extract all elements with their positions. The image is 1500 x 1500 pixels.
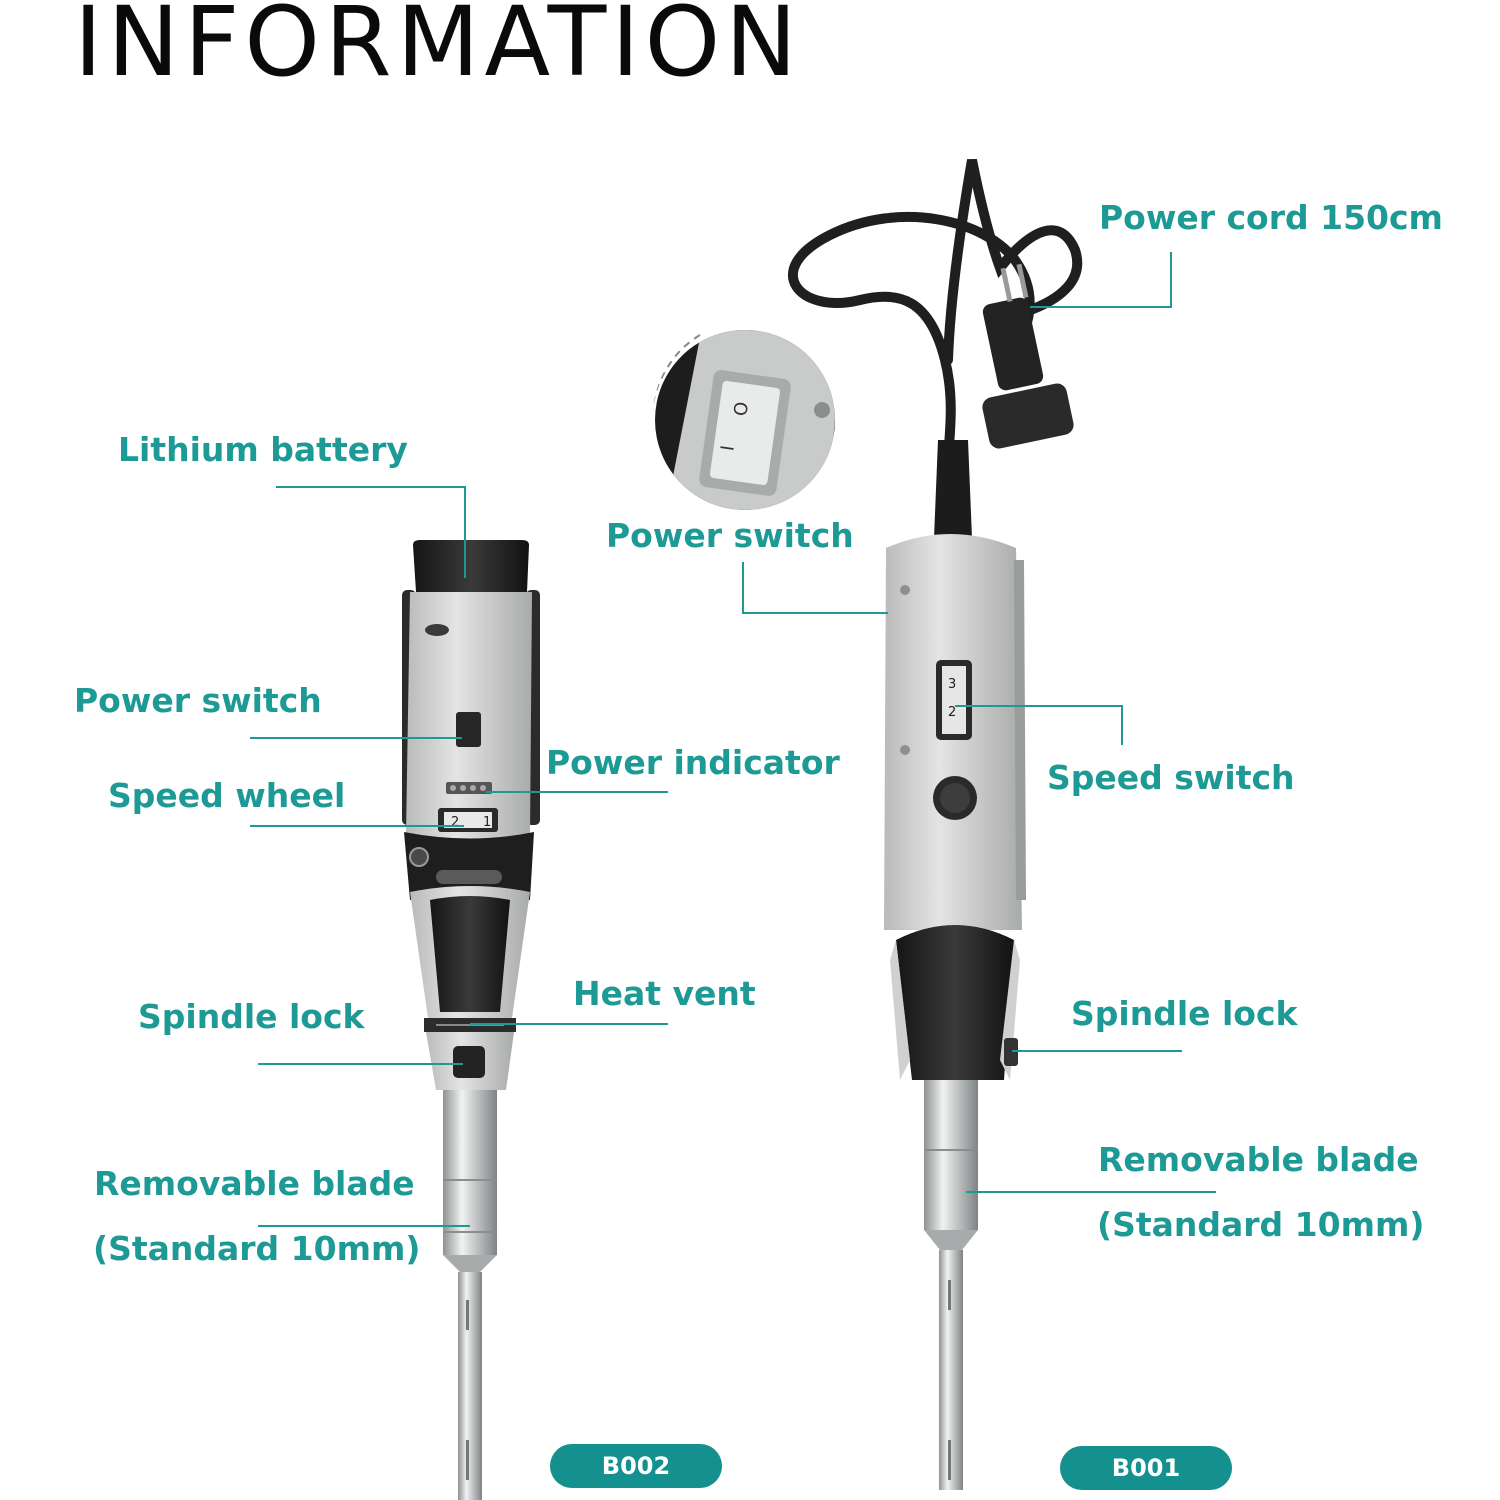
leader-heat-vent [470,1023,668,1025]
rocker-symbol-i: I [717,444,739,452]
blade-tip-b002 [458,1272,482,1500]
leader-power-cord-drop [1170,252,1172,308]
label-removable-blade-right: Removable blade [1098,1140,1419,1179]
leader-lithium-battery-drop [464,486,466,578]
leader-speed-wheel [250,825,464,827]
battery-cap [413,540,529,592]
spindle-lock-b001 [1004,1038,1018,1066]
label-speed-wheel: Speed wheel [108,776,346,815]
label-heat-vent: Heat vent [573,974,756,1013]
lower-dark-panel [430,896,510,1012]
blade-shaft-b002 [443,1090,497,1255]
power-indicator-leds [446,782,492,794]
power-switch-b002 [456,712,481,747]
leader-power-switch-left [250,737,462,739]
dark-collar [404,832,534,900]
leader-power-cord [1030,306,1172,308]
strain-relief [934,440,972,538]
page-title: INFORMATION [74,0,802,98]
model-badge-b002: B002 [550,1444,722,1488]
label-power-indicator: Power indicator [546,743,840,782]
lower-section-b001 [896,925,1014,1080]
switch-number-2: 2 [948,705,956,720]
leader-removable-blade-right [966,1191,1216,1193]
leader-removable-blade-left [258,1225,470,1227]
leader-power-switch-right-drop [742,562,744,614]
leader-spindle-lock-right [1012,1050,1182,1052]
label-removable-blade-left: Removable blade [94,1164,415,1203]
hang-hole [425,624,449,636]
label-speed-switch: Speed switch [1047,758,1295,797]
leader-spindle-lock-left [258,1063,463,1065]
label-standard-left: (Standard 10mm) [93,1229,421,1268]
blade-shaft-b001 [924,1080,978,1230]
label-power-switch-right: Power switch [606,516,854,555]
power-switch-zoom-inset: O I [652,327,838,513]
label-spindle-lock-left: Spindle lock [138,997,365,1036]
wheel-number-2: 2 [451,815,459,830]
label-standard-right: (Standard 10mm) [1097,1205,1425,1244]
label-power-switch-left: Power switch [74,681,322,720]
rocker-symbol-o: O [730,401,753,418]
spindle-lock-b002 [453,1046,485,1078]
leader-speed-switch [955,705,1123,707]
power-cord [788,159,1083,535]
leader-power-indicator [486,791,668,793]
wheel-number-1: 1 [483,815,491,830]
leader-power-switch-right [742,612,888,614]
device-b002: 2 1 [402,540,540,1500]
leader-lithium-battery [276,486,466,488]
label-spindle-lock-right: Spindle lock [1071,994,1298,1033]
power-plug [982,297,1044,391]
device-b001: 3 2 [788,159,1083,1490]
leader-speed-switch-drop [1121,705,1123,745]
label-lithium-battery: Lithium battery [118,430,408,469]
label-power-cord: Power cord 150cm [1099,198,1443,237]
switch-number-3: 3 [948,677,956,692]
model-badge-b001: B001 [1060,1446,1232,1490]
